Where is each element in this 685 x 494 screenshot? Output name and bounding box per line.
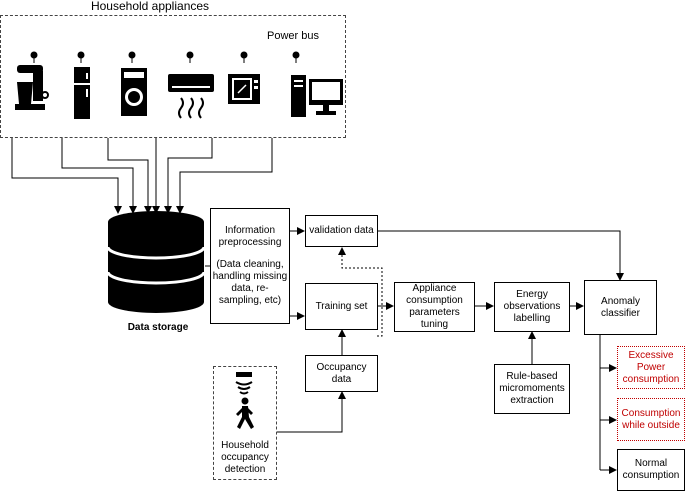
database-icon <box>106 211 206 313</box>
normal-consumption-box: Normal consumption <box>617 449 685 491</box>
tuning-box: Appliance consumption parameters tuning <box>394 282 475 332</box>
training-validation-link <box>338 247 383 337</box>
power-bus-label: Power bus <box>267 30 319 42</box>
walking-person-icon <box>236 397 254 429</box>
air-conditioner-icon <box>168 74 214 119</box>
computer-icon <box>291 75 343 117</box>
rule-based-box: Rule-based micromoments extraction <box>494 364 570 414</box>
appliance-wires <box>11 138 273 214</box>
labelling-box: Energy observations labelling <box>494 282 570 332</box>
training-set-box: Training set <box>305 283 378 330</box>
consumption-outside-box: Consumption while outside <box>617 398 685 441</box>
occupancy-detection-group <box>213 366 277 480</box>
preprocessing-title: Information preprocessing <box>218 225 282 248</box>
preprocessing-detail: (Data cleaning, handling missing data, r… <box>212 259 288 306</box>
fridge-icon <box>74 67 90 119</box>
anomaly-classifier-box: Anomaly classifier <box>584 280 657 335</box>
excessive-power-box: Excessive Power consumption <box>617 346 685 389</box>
mixer-icon <box>15 65 49 110</box>
microwave-icon <box>228 74 260 104</box>
storage-label: Data storage <box>127 322 189 333</box>
preprocessing-box: Information preprocessing (Data cleaning… <box>210 208 290 324</box>
validation-classifier-arrow <box>377 230 624 281</box>
occupancy-detection-label: Household occupancy detection <box>221 440 269 475</box>
appliances-group <box>0 15 346 138</box>
classifier-output-arrows <box>599 335 617 474</box>
occupancy-sensor-icon <box>235 372 253 395</box>
power-bus-line <box>30 51 300 63</box>
validation-data-box: validation data <box>305 215 378 247</box>
preprocess-arrows <box>289 227 305 320</box>
detection-occupancy-arrow <box>277 391 346 433</box>
washing-machine-icon <box>121 68 147 116</box>
appliances-title: Household appliances <box>90 0 210 13</box>
occupancy-data-box: Occupancy data <box>305 355 378 392</box>
